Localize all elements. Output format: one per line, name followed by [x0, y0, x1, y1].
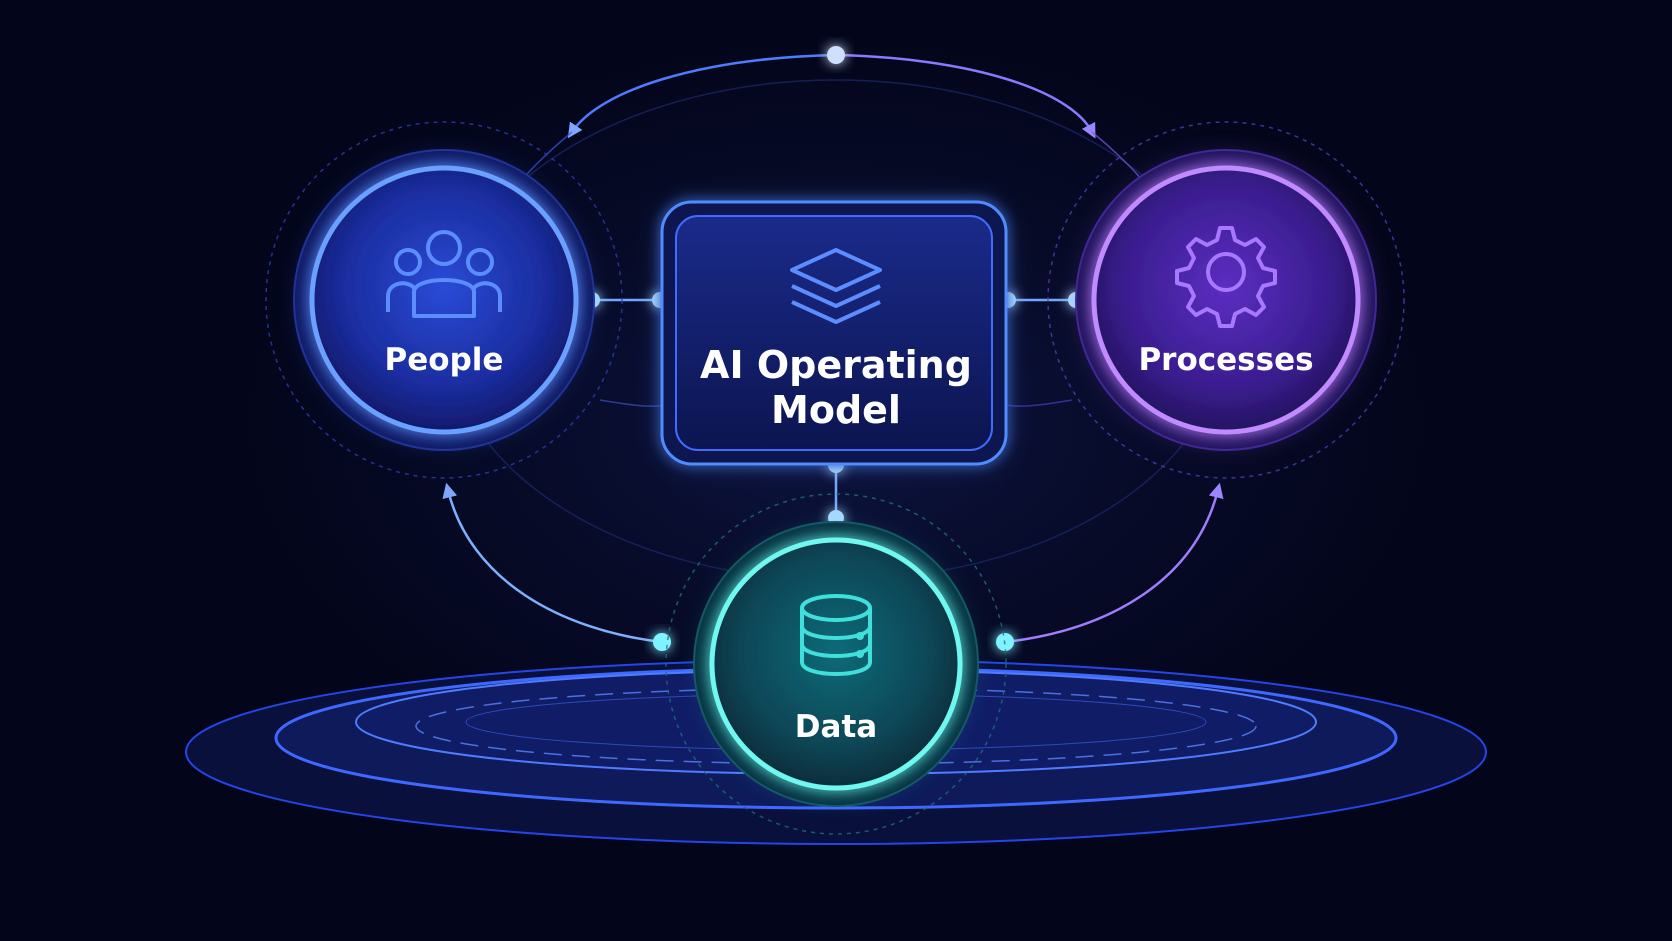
arc-bottom-left-node: [653, 633, 671, 651]
layers-icon: [790, 248, 882, 324]
data-label: Data: [795, 709, 877, 745]
processes-label: Processes: [1138, 342, 1313, 378]
people-label: People: [385, 342, 504, 378]
people-icon: [386, 230, 502, 318]
gear-icon: [1175, 226, 1277, 328]
top-cycle-arcs: [521, 46, 1143, 181]
arc-top-left: [567, 53, 837, 139]
node-data: Data: [665, 493, 1007, 835]
node-processes: Processes: [1047, 121, 1405, 479]
database-icon: [800, 594, 872, 676]
center-ai-operating-model: AI Operating Model: [660, 200, 1008, 466]
arc-bottom-left: [442, 482, 663, 644]
arc-bottom-right: [1004, 482, 1224, 644]
arc-top-node: [827, 46, 845, 64]
center-title-line1: AI Operating: [700, 343, 972, 387]
arc-top-right: [835, 53, 1096, 139]
node-people: People: [265, 121, 623, 479]
center-title-line2: Model: [771, 388, 901, 432]
